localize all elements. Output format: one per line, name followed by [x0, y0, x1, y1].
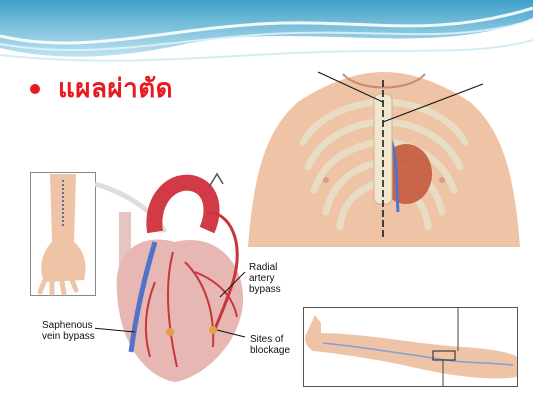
slide-title: แผลผ่าตัด [58, 68, 173, 109]
radial-artery-label: Radial artery bypass [249, 262, 281, 295]
title-line: แผลผ่าตัด [30, 68, 173, 109]
leg-inset [303, 307, 518, 387]
blockage-sites-label: Sites of blockage [250, 334, 290, 356]
chest-incision-illustration [248, 62, 520, 247]
arm-inset [30, 172, 96, 296]
saphenous-vein-label: Saphenous vein bypass [42, 320, 95, 342]
wave-banner [0, 0, 533, 70]
bullet-dot [30, 84, 40, 94]
heart-bypass-illustration [95, 172, 255, 384]
